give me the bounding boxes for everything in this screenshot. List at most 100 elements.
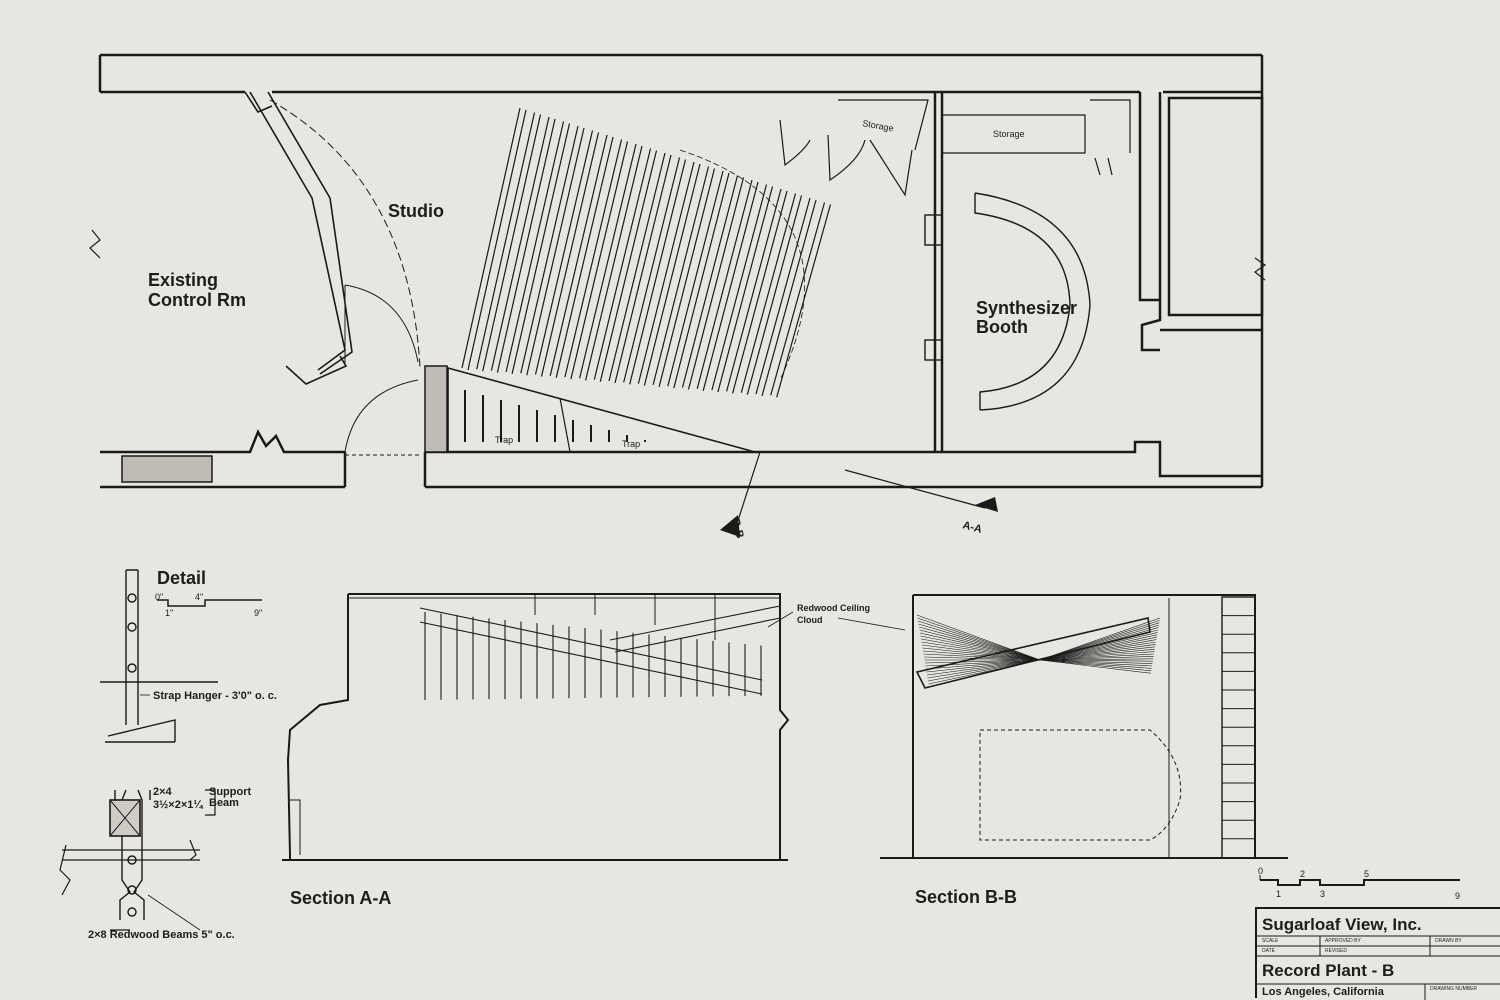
section-bb-title: Section B-B [915, 887, 1017, 907]
slat [505, 121, 565, 373]
fan-line [921, 644, 1041, 661]
detail-scale-bar [157, 599, 262, 607]
slat [776, 204, 832, 398]
fan-line [925, 659, 1041, 667]
slat [482, 114, 542, 372]
door-swing-1 [344, 284, 419, 365]
detail-title: Detail [157, 568, 206, 588]
label-existing-control-rm-2: Control Rm [148, 290, 246, 310]
fan-line [1039, 627, 1159, 661]
fan-line [1039, 622, 1160, 661]
section-aa-title: Section A-A [290, 888, 391, 908]
fan-line [1039, 659, 1153, 664]
slat [461, 107, 521, 369]
label-cloud-1: Redwood Ceiling [797, 603, 870, 613]
slat [593, 148, 652, 380]
fan-line [1039, 659, 1153, 667]
fan-line [926, 659, 1041, 673]
fan-line [927, 659, 1041, 679]
tb-project: Record Plant - B [1262, 961, 1394, 980]
slat [643, 163, 701, 386]
cut-line-aa [844, 469, 986, 509]
fan-line [919, 632, 1041, 661]
trap-bars [464, 390, 646, 442]
cut-line-bb [734, 451, 761, 531]
fan-line [1039, 617, 1161, 661]
label-synth-booth-2: Booth [976, 317, 1028, 337]
slat [629, 159, 687, 385]
angled-console-wall [244, 91, 353, 385]
cloud-edge [614, 617, 781, 653]
slat [585, 145, 643, 381]
tb-scale-label: SCALE [1262, 938, 1279, 944]
section-bb-cloud-fan [916, 614, 1161, 685]
door-swing-2 [344, 379, 419, 453]
slat [726, 188, 782, 392]
scale-0: 0 [1258, 866, 1263, 876]
floor-plan: Existing Control Rm Studio Synthesizer B… [89, 53, 1267, 540]
slat [681, 175, 739, 388]
hatched-panel [121, 455, 213, 483]
slat [579, 143, 637, 379]
studio-dashed-arc [269, 99, 421, 369]
slat [555, 136, 614, 378]
synth-booth-arc [974, 192, 1091, 411]
fan-line [928, 659, 1041, 685]
scale-3: 3 [1320, 889, 1325, 899]
detail-scale-4: 4" [195, 592, 203, 602]
slat [534, 130, 594, 375]
section-bb: Section B-B [880, 594, 1288, 907]
ceiling-cloud-slats [461, 107, 832, 398]
slat [549, 134, 608, 376]
fan-line [1039, 651, 1155, 661]
fan-line [1039, 629, 1159, 661]
fan-line [917, 620, 1041, 661]
slat [599, 150, 658, 382]
fan-line [1039, 641, 1157, 661]
detail-scale-9: 9" [254, 608, 262, 618]
cloud-leader-1 [767, 611, 794, 628]
tb-approved-label: APPROVED BY [1325, 938, 1362, 944]
trap-outline [447, 366, 756, 453]
slat [623, 157, 681, 383]
fan-line [924, 659, 1041, 664]
tb-company: Sugarloaf View, Inc. [1262, 915, 1422, 934]
arrow-aa [975, 497, 998, 512]
section-aa: Section A-A Redwood Ceiling Cloud [282, 593, 906, 908]
label-storage-right: Storage [993, 129, 1025, 139]
pier [424, 365, 448, 453]
fan-line [922, 647, 1041, 661]
fan-line [927, 659, 1041, 682]
label-support: Support [209, 786, 251, 798]
slat [520, 125, 579, 374]
label-size-b: 3½×2×1¼ [153, 799, 203, 811]
fan-line [920, 635, 1041, 661]
tb-date-label: DATE [1262, 948, 1276, 954]
detail-scale-1: 1" [165, 608, 173, 618]
slat [761, 199, 817, 397]
slat [652, 166, 710, 386]
slat [658, 168, 716, 388]
cloud-edge [419, 607, 763, 681]
fan-line [923, 656, 1041, 661]
slat [770, 202, 826, 396]
slat [732, 190, 788, 394]
fan-line [1039, 639, 1157, 661]
break-symbol-right [1253, 257, 1267, 281]
label-strap-hanger: Strap Hanger - 3'0" o. c. [153, 690, 277, 702]
label-cut-bb: B-B [729, 518, 746, 540]
cloud-dashed-curve [679, 149, 805, 381]
tb-drawn-label: DRAWN BY [1435, 938, 1462, 944]
cloud-edge [609, 605, 781, 641]
fan-line [925, 659, 1041, 670]
slat [570, 141, 629, 380]
fan-line [917, 617, 1041, 661]
cloud-leader-2 [837, 617, 906, 631]
hanger-strap [100, 569, 218, 920]
fan-line [1039, 632, 1158, 661]
slat [526, 127, 585, 376]
label-cut-aa: A-A [961, 519, 983, 536]
slat [637, 161, 695, 384]
section-aa-outline [282, 593, 790, 861]
stair-treads [1222, 615, 1255, 840]
